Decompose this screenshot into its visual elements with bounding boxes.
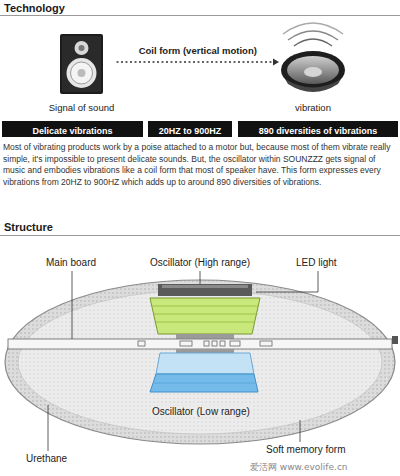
arrow-head (273, 59, 279, 66)
leader-line (48, 271, 318, 451)
part-label: Main board (46, 257, 96, 268)
part-label: Oscillator (High range) (150, 257, 250, 268)
icon-node: vibration (279, 30, 347, 114)
speaker-icon (60, 34, 103, 94)
section-heading: Technology (4, 2, 65, 14)
body-text: Most of vibrating products work by a poi… (3, 142, 397, 188)
part-label: Urethane (26, 453, 67, 464)
dotted-arrow (117, 59, 280, 66)
watermark: 爱活网 www.evolife.cn (250, 461, 348, 474)
bar-text: 890 diversities of vibrations (259, 123, 378, 139)
vibration-icon (281, 23, 345, 92)
part-label: Oscillator (Low range) (150, 406, 252, 417)
part-label: Soft memory form (266, 444, 345, 455)
icon-caption: Signal of sound (49, 102, 115, 114)
main-board (8, 336, 398, 349)
housing (5, 280, 395, 444)
bar-text: 20HZ to 900HZ (159, 123, 222, 139)
part-label: LED light (296, 257, 337, 268)
feature-bar: 20HZ to 900HZ (148, 121, 232, 137)
oscillator-low (150, 349, 258, 392)
edge-label: Coil form (vertical motion) (137, 45, 259, 56)
icon-caption: vibration (295, 102, 331, 114)
section-heading: Structure (4, 221, 53, 233)
icon-node: Signal of sound (47, 32, 117, 114)
heading-rule (0, 15, 400, 16)
feature-bar: Delicate vibrations (2, 121, 143, 137)
heading-rule (0, 235, 400, 236)
feature-bar: 890 diversities of vibrations (238, 121, 398, 137)
arrow-shaft (117, 61, 274, 63)
bar-text: Delicate vibrations (32, 123, 112, 139)
oscillator-high (150, 284, 260, 339)
